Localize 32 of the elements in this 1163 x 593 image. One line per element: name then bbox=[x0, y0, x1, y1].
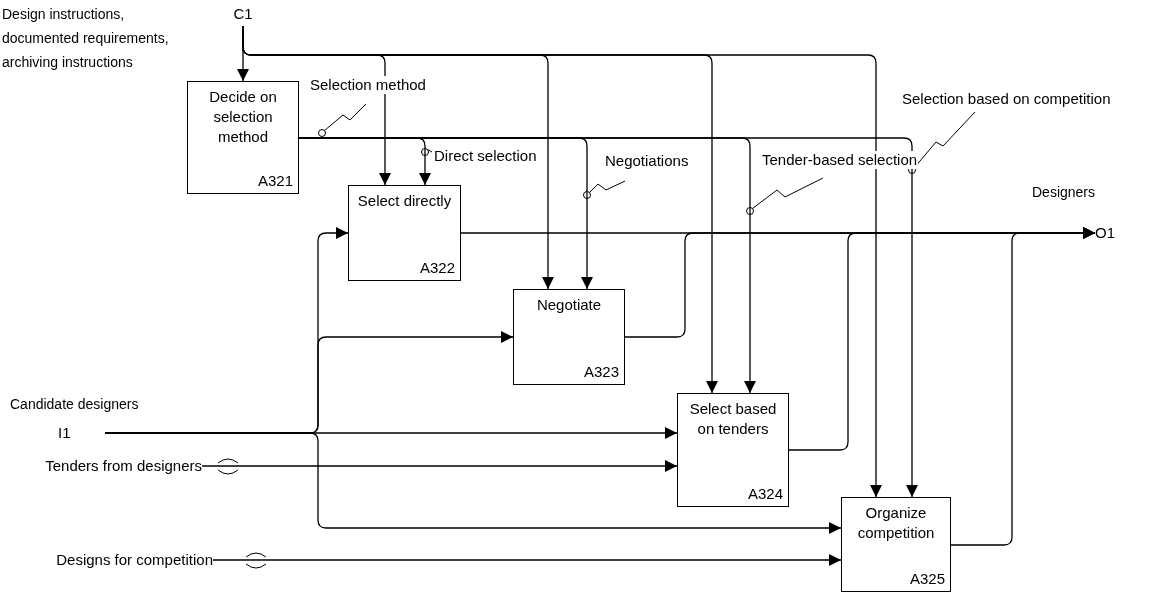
activity-name: Negotiate bbox=[535, 295, 603, 315]
activity-name: Organize competition bbox=[856, 503, 936, 543]
arrow bbox=[104, 432, 842, 534]
arrow bbox=[201, 460, 678, 472]
activity-number: A323 bbox=[583, 362, 619, 382]
boundary-label: I1 bbox=[58, 423, 105, 443]
activity-box bbox=[841, 497, 951, 592]
edge-label: Selection based on competition bbox=[901, 90, 1112, 108]
activity-box bbox=[513, 289, 625, 385]
edge-label: Negotiations bbox=[604, 152, 690, 170]
boundary-label: Designs for competition bbox=[10, 550, 213, 570]
activity-number: A321 bbox=[257, 171, 293, 191]
arrow-label: Selection method bbox=[309, 76, 427, 94]
activity-name: Select based on tenders bbox=[688, 399, 778, 439]
activity-box bbox=[187, 81, 299, 194]
activity-number: A325 bbox=[909, 569, 945, 589]
boundary-label: Tenders from designers bbox=[10, 456, 202, 476]
arrow bbox=[242, 25, 882, 498]
boundary-label: O1 bbox=[1095, 223, 1119, 243]
arrow bbox=[212, 554, 842, 566]
arrow-description: Designers bbox=[1032, 183, 1097, 202]
activity-box bbox=[677, 393, 789, 507]
arrow-description: Candidate designers bbox=[10, 395, 140, 414]
activity-name: Decide on selection method bbox=[208, 87, 278, 147]
edge-label: Tender-based selection bbox=[761, 151, 919, 169]
arrow bbox=[950, 227, 1096, 546]
activity-box bbox=[348, 185, 461, 281]
activity-number: A322 bbox=[419, 258, 455, 278]
activity-number: A324 bbox=[747, 484, 783, 504]
activity-name: Select directly bbox=[356, 191, 453, 211]
boundary-label: C1 bbox=[230, 4, 256, 26]
arrow-description: Design instructions, documented requirements, archiving instructions bbox=[2, 5, 170, 72]
